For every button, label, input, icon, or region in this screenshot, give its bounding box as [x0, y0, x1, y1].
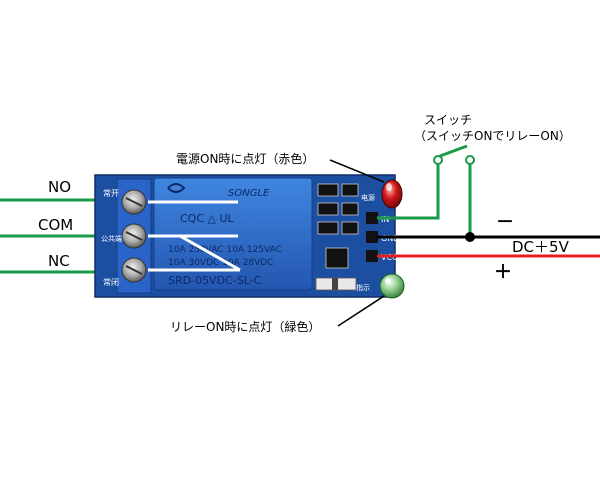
header-pin-gnd: [366, 231, 378, 243]
header-pin-in: [366, 212, 378, 224]
switch-contact-right: [465, 155, 475, 165]
label-minus: －: [496, 212, 514, 233]
term-label-com: 公共端: [101, 234, 122, 243]
terminal-screw-no: [121, 189, 147, 215]
brand-logo-icon: [167, 183, 186, 193]
label-dc-5v: DC＋5V: [512, 238, 569, 256]
relay-body: [153, 177, 313, 291]
relay-rating-1: 10A 250VAC 10A 125VAC: [168, 245, 282, 255]
switch-contact-left: [433, 155, 443, 165]
header-pin-vcc: [366, 250, 378, 262]
smd-component: [317, 221, 339, 235]
switch-lever-icon: [439, 144, 468, 158]
terminal-screw-com: [121, 223, 147, 249]
relay-model: SRD-05VDC-SL-C: [168, 274, 262, 287]
gnd-junction: [465, 232, 475, 242]
cert-marks: CQC △ UL: [180, 212, 235, 225]
leader-relay-led: [337, 295, 385, 327]
leader-power-led: [329, 159, 385, 183]
terminal-screw-nc: [121, 257, 147, 283]
label-nc: NC: [48, 252, 70, 270]
relay-led: [379, 273, 405, 299]
smd-component: [317, 183, 339, 197]
diode-band: [332, 278, 338, 290]
label-switch-title: スイッチ: [424, 113, 473, 127]
term-label-no: 常开: [103, 189, 119, 198]
power-led: [381, 179, 403, 209]
smd-component: [341, 183, 359, 197]
smd-component: [341, 202, 359, 216]
pointer-com-link: [148, 234, 241, 272]
led-power-silk: 电源: [361, 193, 375, 202]
relay-board: 常开 公共端 常闭 SONGLE CQC △ UL 10A 250VAC 10A…: [94, 174, 399, 298]
relay-rating-2: 10A 30VDC 10A 28VDC: [168, 258, 273, 268]
term-label-nc: 常闭: [103, 278, 119, 287]
smd-component: [341, 221, 359, 235]
label-plus: ＋: [494, 262, 512, 283]
smd-component: [317, 202, 339, 216]
relay-brand: SONGLE: [228, 188, 270, 199]
led-relay-silk: 指示: [356, 283, 370, 292]
label-no: NO: [48, 178, 72, 196]
label-power-led: 電源ON時に点灯（赤色）: [176, 152, 315, 166]
label-com: COM: [38, 216, 74, 234]
label-switch-sub: （スイッチONでリレーON）: [414, 129, 571, 143]
transistor: [325, 247, 349, 269]
wire-in: [377, 162, 440, 220]
label-relay-led: リレーON時に点灯（緑色）: [170, 320, 321, 334]
